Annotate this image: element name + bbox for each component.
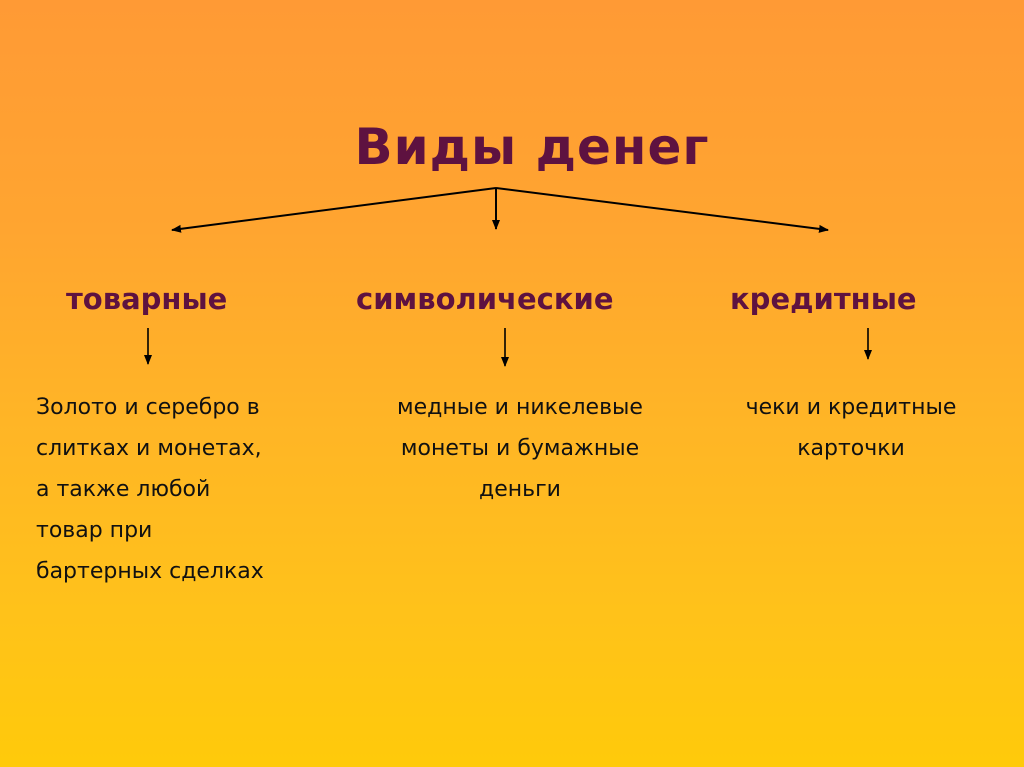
category-tovarnye: товарные	[66, 282, 228, 316]
description-line: слитках и монетах,	[36, 436, 262, 461]
arrow-to-tovarnye	[171, 187, 497, 233]
description-line: бартерных сделках	[36, 559, 264, 584]
description-kreditnye: чеки и кредитные карточки	[716, 387, 986, 469]
description-line: деньги	[479, 477, 561, 502]
description-line: чеки и кредитные	[745, 395, 957, 420]
slide-title: Виды денег	[354, 118, 710, 176]
description-tovarnye: Золото и серебро в слитках и монетах, а …	[36, 387, 264, 592]
description-line: медные и никелевые	[397, 395, 643, 420]
description-line: монеты и бумажные	[400, 436, 640, 461]
category-simvolicheskie: символические	[356, 282, 614, 316]
arrow-to-kreditnye	[495, 187, 829, 233]
description-line: а также любой	[36, 477, 211, 502]
description-line: товар при	[36, 518, 153, 543]
category-kreditnye: кредитные	[730, 282, 917, 316]
description-simvolicheskie: медные и никелевые монеты и бумажные ден…	[360, 387, 680, 510]
description-line: карточки	[797, 436, 905, 461]
description-line: Золото и серебро в	[36, 395, 260, 420]
